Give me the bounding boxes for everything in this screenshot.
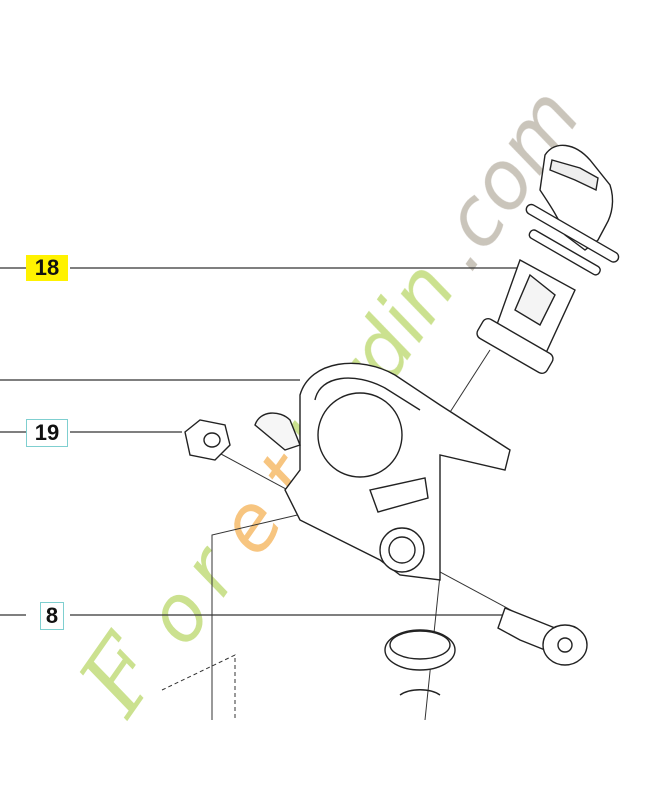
bracket-clamp — [254, 362, 511, 581]
handle-grip — [476, 144, 620, 375]
callout-18[interactable]: 18 — [26, 255, 68, 281]
callout-19[interactable]: 19 — [26, 419, 68, 447]
torx-bolt — [497, 607, 588, 666]
cap-ring — [384, 629, 456, 696]
callout-8[interactable]: 8 — [40, 602, 64, 630]
square-nut — [184, 419, 231, 461]
